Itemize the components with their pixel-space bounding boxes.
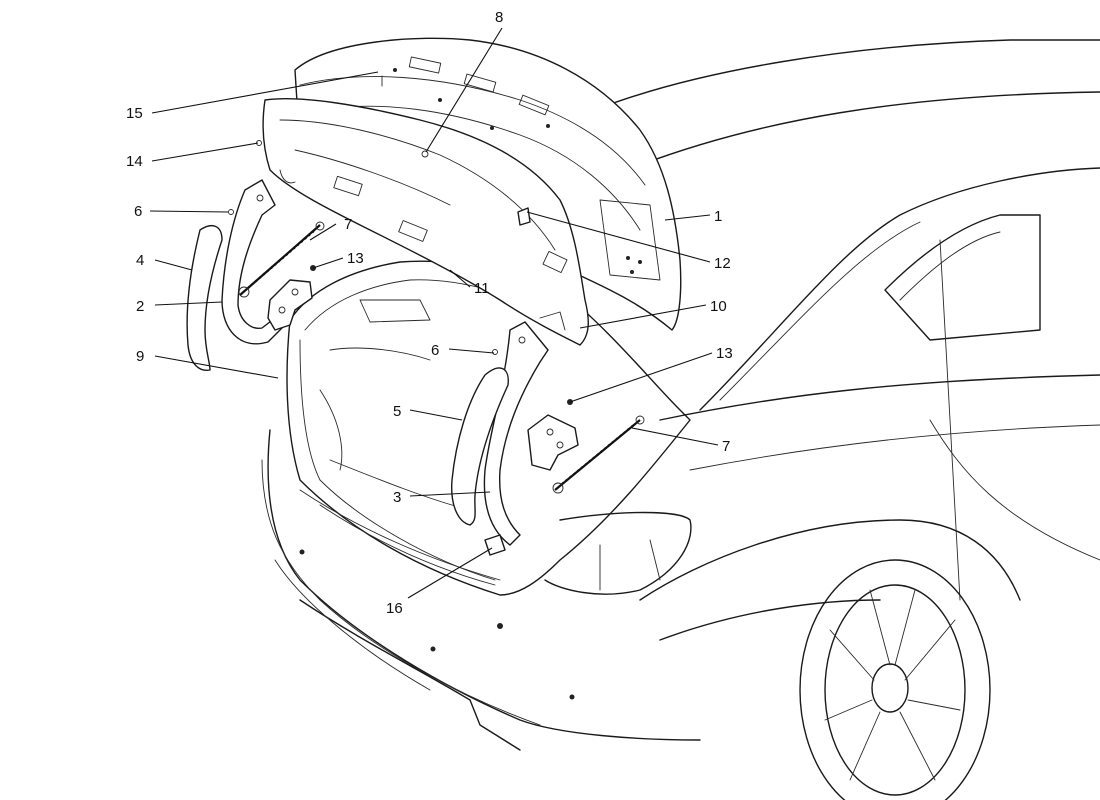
callout-8: 8	[495, 9, 503, 26]
car-body	[261, 39, 1100, 800]
callout-3: 3	[393, 489, 401, 506]
leader-5	[409, 409, 463, 421]
callout-7b: 7	[722, 438, 730, 455]
leader-lines	[149, 27, 719, 599]
leader-3	[409, 491, 491, 497]
leader-8	[425, 27, 503, 153]
trim-arc-left	[186, 224, 223, 372]
callout-10: 10	[710, 298, 727, 315]
leader-4	[154, 259, 193, 271]
trim-arc-right	[451, 367, 509, 526]
leader-12	[526, 211, 711, 263]
callout-7a: 7	[344, 216, 352, 233]
callout-4: 4	[136, 252, 144, 269]
callout-13b: 13	[716, 345, 733, 362]
leader-2	[154, 301, 223, 306]
leader-6a	[149, 210, 229, 213]
trunk-lid-lining	[262, 98, 589, 346]
callout-6b: 6	[431, 342, 439, 359]
callout-1: 1	[714, 208, 722, 225]
callout-5: 5	[393, 403, 401, 420]
leader-16	[407, 547, 493, 599]
callout-6a: 6	[134, 203, 142, 220]
leader-13b	[569, 352, 713, 403]
leader-9	[154, 355, 279, 379]
callout-11: 11	[474, 280, 490, 297]
leader-1	[664, 214, 711, 221]
callout-13a: 13	[347, 250, 364, 267]
leader-7b	[631, 427, 719, 446]
hinge-bracket-left	[267, 265, 316, 331]
leader-11	[449, 269, 471, 288]
hinge-bracket-right	[527, 399, 579, 471]
spring-left	[238, 221, 325, 298]
callout-12: 12	[714, 255, 731, 272]
callout-2: 2	[136, 298, 144, 315]
spring-right	[552, 415, 645, 494]
callout-15: 15	[126, 105, 143, 122]
leader-13a	[312, 257, 344, 269]
leader-14	[151, 142, 259, 162]
leader-15	[151, 71, 379, 114]
hinge-right	[483, 321, 549, 556]
callout-labels: 1 2 3 4 5 6 6 7 7 8 9 10 11 12 13 13 14 …	[126, 9, 733, 617]
leader-10	[579, 304, 707, 329]
leader-6b	[448, 348, 495, 354]
callout-16: 16	[386, 600, 403, 617]
callout-14: 14	[126, 153, 143, 170]
leader-7a	[309, 223, 337, 241]
callout-9: 9	[136, 348, 144, 365]
